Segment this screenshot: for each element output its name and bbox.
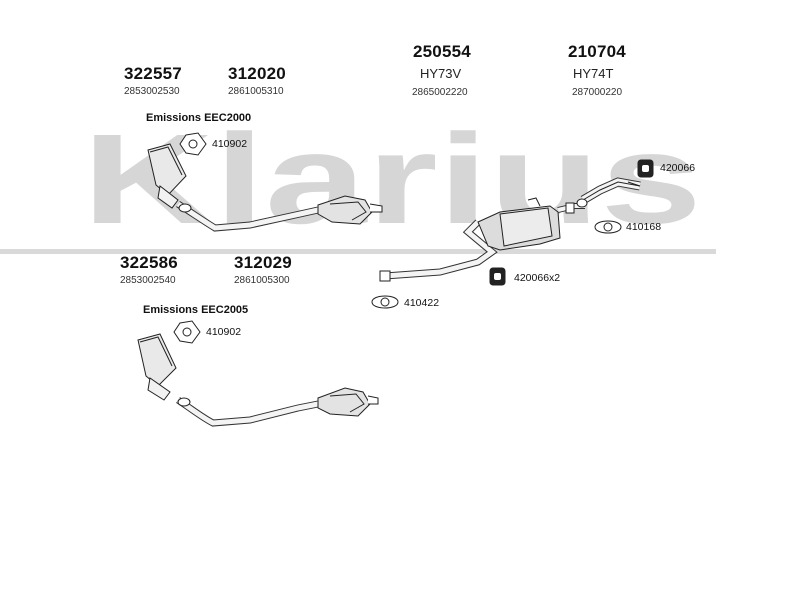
- part-number-312020: 312020: [228, 64, 286, 83]
- emissions-eec2000-label: Emissions EEC2000: [146, 112, 252, 124]
- catalyst-assembly-eec2005: [137, 333, 379, 427]
- fitting-420066x2-label: 420066x2: [514, 272, 561, 284]
- catalyst-assembly-eec2000: [147, 143, 383, 232]
- fitting-410422-label: 410422: [404, 297, 440, 309]
- gasket-410422-icon: [371, 295, 399, 309]
- oem-number-312020: 2861005310: [228, 86, 284, 97]
- watermark-bar: [0, 249, 716, 254]
- part-number-250554: 250554: [413, 42, 471, 61]
- gasket-410902b-icon: [173, 320, 201, 344]
- oem-number-210704: 287000220: [572, 87, 623, 98]
- part-number-322586: 322586: [120, 253, 178, 272]
- oem-number-250554: 2865002220: [412, 87, 468, 98]
- gasket-410902a-icon: [179, 132, 207, 156]
- oem-number-322586: 2853002540: [120, 275, 176, 286]
- part-number-210704: 210704: [568, 42, 626, 61]
- part-number-312029: 312029: [234, 253, 292, 272]
- fitting-410902b-label: 410902: [206, 326, 242, 338]
- type-code-210704: HY74T: [573, 66, 614, 81]
- centre-silencer-assembly: [379, 197, 585, 282]
- oem-number-312029: 2861005300: [234, 275, 290, 286]
- hanger-420066x2-icon: [489, 267, 506, 286]
- fitting-410902a-label: 410902: [212, 138, 248, 150]
- hanger-420066-icon: [637, 159, 654, 178]
- fitting-410168-label: 410168: [626, 221, 662, 233]
- part-number-322557: 322557: [124, 64, 182, 83]
- fitting-420066-label: 420066: [660, 162, 696, 174]
- tail-pipe-assembly: [576, 177, 641, 208]
- gasket-410168-icon: [594, 220, 622, 234]
- oem-number-322557: 2853002530: [124, 86, 180, 97]
- emissions-eec2005-label: Emissions EEC2005: [143, 304, 249, 316]
- type-code-250554: HY73V: [420, 66, 462, 81]
